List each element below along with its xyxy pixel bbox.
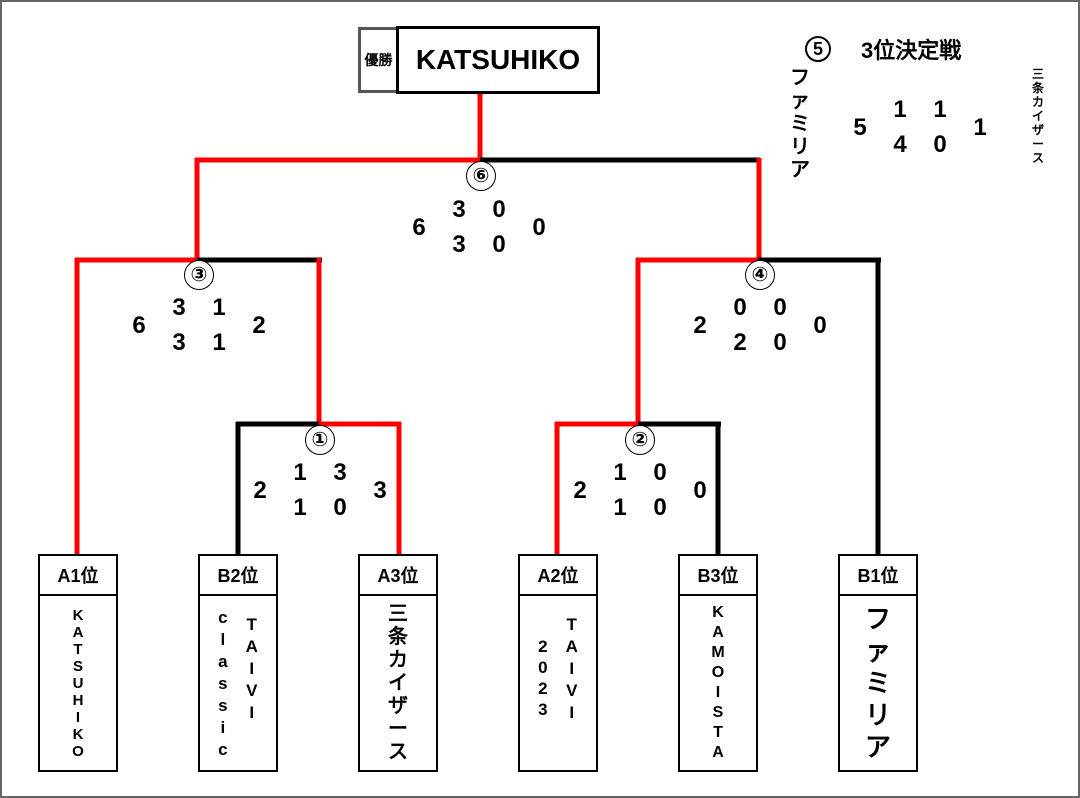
seed-label: B1位 — [840, 556, 916, 596]
match-3-left-p2: 3 — [172, 329, 186, 356]
third-place-title: 3位決定戦 — [861, 38, 962, 63]
match-4-right-p1: 0 — [773, 294, 787, 321]
match-2-left-p2: 1 — [613, 494, 627, 521]
match-6-left-p1: 3 — [452, 196, 466, 223]
third-place-header: 5 3位決定戦 — [805, 33, 961, 65]
match-2-left-total: 2 — [573, 477, 587, 504]
third-place-left-total: 5 — [853, 114, 867, 141]
third-place-match-number: 5 — [805, 36, 831, 62]
match-4-left-p2: 2 — [733, 329, 747, 356]
seed-label: A3位 — [360, 556, 436, 596]
third-place-left-team: ファミリア — [790, 67, 810, 181]
match-3-right-total: 2 — [252, 312, 266, 339]
match-1-left-total: 2 — [253, 477, 267, 504]
match-2-right-p2: 0 — [653, 494, 667, 521]
third-place-right-p1: 1 — [933, 96, 947, 123]
match-4-left-total: 2 — [693, 312, 707, 339]
match-2-right-p1: 0 — [653, 459, 667, 486]
match-4-right-p2: 0 — [773, 329, 787, 356]
match-1-left-p2: 1 — [293, 494, 307, 521]
match-4-number: ④ — [745, 260, 775, 290]
seed-box-b1: B1位 ファミリア — [838, 554, 918, 772]
team-name: ファミリア — [864, 604, 891, 762]
match-6-number: ⑥ — [466, 161, 496, 191]
match-2-number: ② — [625, 425, 655, 455]
seed-label: A1位 — [40, 556, 116, 596]
match-6-left-p2: 3 — [452, 231, 466, 258]
third-place-right-team: 三条カイザース — [1032, 67, 1045, 165]
match-3-left-total: 6 — [132, 312, 146, 339]
match-3-right-p1: 1 — [212, 294, 226, 321]
seed-label: B2位 — [200, 556, 276, 596]
third-place-left-p1: 1 — [893, 96, 907, 123]
match-1-left-p1: 1 — [293, 459, 307, 486]
match-6-right-total: 0 — [532, 214, 546, 241]
match-6-right-p2: 0 — [492, 231, 506, 258]
third-place-left-p2: 4 — [893, 131, 907, 158]
match-1-right-p2: 0 — [333, 494, 347, 521]
match-3-number: ③ — [184, 260, 214, 290]
team-name: 三条カイザース — [388, 603, 408, 763]
match-1-right-total: 3 — [373, 477, 387, 504]
match-2-left-p1: 1 — [613, 459, 627, 486]
match-4-left-p1: 0 — [733, 294, 747, 321]
match-6-right-p1: 0 — [492, 196, 506, 223]
champion-team: KATSUHIKO — [396, 26, 600, 94]
match-1-number: ① — [305, 425, 335, 455]
match-6-left-total: 6 — [412, 214, 426, 241]
match-4-right-total: 0 — [813, 312, 827, 339]
third-place-right-total: 1 — [973, 114, 987, 141]
match-2-right-total: 0 — [693, 477, 707, 504]
seed-label: B3位 — [680, 556, 756, 596]
champion-label: 優勝 — [358, 27, 396, 93]
third-place-right-p2: 0 — [933, 131, 947, 158]
seed-label: A2位 — [520, 556, 596, 596]
seed-box-a3: A3位 三条カイザース — [358, 554, 438, 772]
match-3-right-p2: 1 — [212, 329, 226, 356]
match-3-left-p1: 3 — [172, 294, 186, 321]
match-1-right-p1: 3 — [333, 459, 347, 486]
